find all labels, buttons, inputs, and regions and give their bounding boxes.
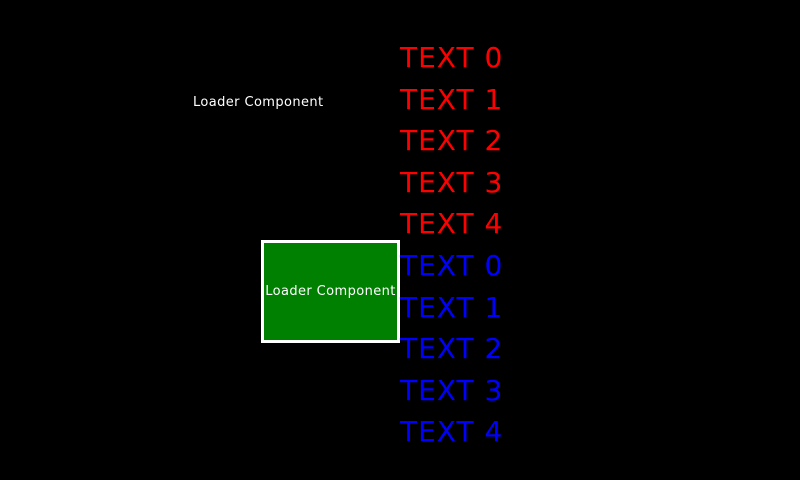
loader-component-box-label: Loader Component <box>265 283 396 299</box>
text-item: TEXT 2 <box>400 332 504 366</box>
text-item: TEXT 1 <box>400 290 504 324</box>
text-item: TEXT 0 <box>400 248 504 282</box>
text-list: TEXT 0 TEXT 1 TEXT 2 TEXT 3 TEXT 4 TEXT … <box>400 37 503 453</box>
loader-component-label: Loader Component <box>193 95 324 110</box>
loader-component-box[interactable]: Loader Component <box>261 240 400 343</box>
text-item: TEXT 3 <box>400 165 504 199</box>
text-item: TEXT 3 <box>400 373 504 407</box>
text-item: TEXT 4 <box>400 415 504 449</box>
text-item: TEXT 0 <box>400 41 504 74</box>
text-item: TEXT 1 <box>400 82 504 116</box>
text-item: TEXT 4 <box>400 207 504 241</box>
text-item: TEXT 2 <box>400 124 504 158</box>
